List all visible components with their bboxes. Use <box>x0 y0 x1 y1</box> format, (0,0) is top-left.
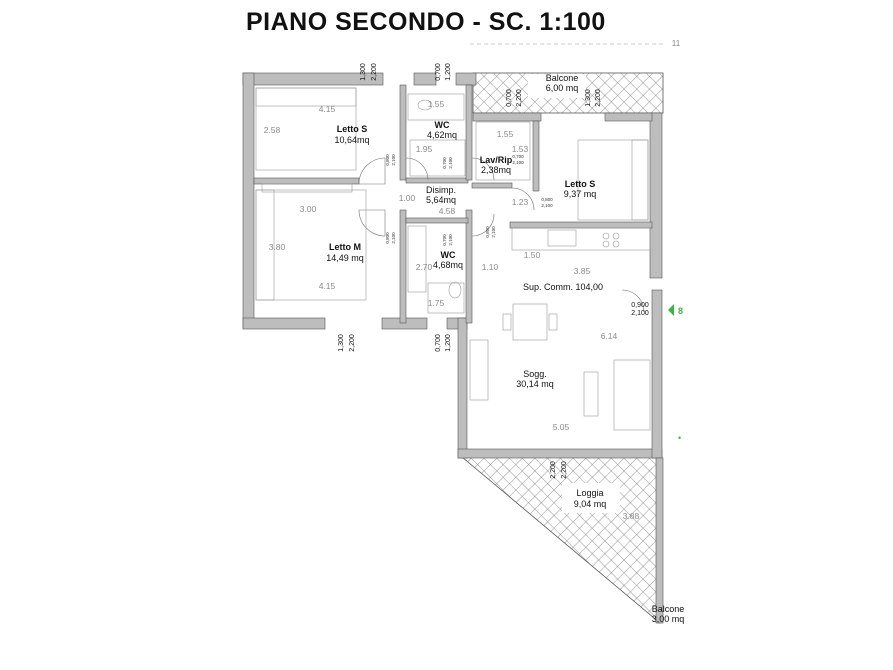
window-bot1-height: 2,200 <box>349 334 356 352</box>
room-name-balcone-bottom: Balcone <box>652 604 685 614</box>
green-marker-icon: • <box>678 433 681 443</box>
window-loggia-height: 2,200 <box>561 461 568 479</box>
door2-height: 2,100 <box>391 232 396 244</box>
entrance-arrow-icon: 8 <box>668 304 683 316</box>
furniture <box>255 87 651 431</box>
room-area-loggia: 9,04 mq <box>574 499 607 509</box>
dim-614: 6.14 <box>601 331 618 341</box>
room-name-letto-s1: Letto S <box>337 124 368 134</box>
window-top2-width: 0,700 <box>435 63 442 81</box>
window-bot2-width: 0,700 <box>435 334 442 352</box>
dim-153: 1.53 <box>512 144 529 154</box>
door6-width: 0,800 <box>541 197 553 202</box>
dim-175: 1.75 <box>428 298 445 308</box>
room-area-sogg: 30,14 mq <box>516 379 554 389</box>
walls <box>242 72 664 624</box>
dim-415-mid: 4.15 <box>319 281 336 291</box>
dim-258: 2.58 <box>264 125 281 135</box>
door7-height: 2,100 <box>512 160 524 165</box>
dim-100: 1.00 <box>399 193 416 203</box>
room-name-letto-s2: Letto S <box>565 179 596 189</box>
room-name-wc1: WC <box>435 120 450 130</box>
door4-width: 0,700 <box>442 234 447 246</box>
room-area-balcone-bottom: 3,00 mq <box>652 614 685 624</box>
window-bal1-height: 2,200 <box>516 89 523 107</box>
room-area-balcone-top: 6,00 mq <box>546 83 579 93</box>
window-bal1-width: 0,700 <box>506 89 513 107</box>
window-bal2-width: 1,300 <box>585 89 592 107</box>
dim-458: 4.58 <box>439 206 456 216</box>
door-labels: 0,800 2,100 0,800 2,100 0,700 2,100 0,70… <box>385 154 553 246</box>
door3-width: 0,700 <box>442 157 447 169</box>
dim-155-lav: 1.55 <box>497 129 514 139</box>
room-labels: Balcone 6,00 mq Letto S 10,64mq WC 4,62m… <box>326 73 684 624</box>
room-name-sogg: Sogg. <box>523 369 547 379</box>
room-name-wc2: WC <box>441 250 456 260</box>
dim-155-wc: 1.55 <box>428 99 445 109</box>
door2-width: 0,800 <box>385 232 390 244</box>
door6-height: 2,100 <box>541 203 553 208</box>
window-right-width: 0,900 <box>631 302 649 309</box>
room-area-wc1: 4,62mq <box>427 130 457 140</box>
window-top1-height: 2,200 <box>371 63 378 81</box>
plan-title: PIANO SECONDO - SC. 1:100 <box>246 8 606 36</box>
scale-mark: 11 <box>672 38 681 48</box>
door1-width: 0,800 <box>385 154 390 166</box>
room-name-disimp: Disimp. <box>426 185 456 195</box>
dim-110: 1.10 <box>482 262 499 272</box>
room-name-loggia: Loggia <box>576 488 603 498</box>
door-swings <box>358 157 645 313</box>
window-bot1-width: 1,300 <box>338 334 345 352</box>
door5-height: 2,100 <box>491 226 496 238</box>
room-area-lav-rip: 2,38mq <box>481 165 511 175</box>
dimension-labels: 4.15 2.58 3.00 3.80 4.15 1.55 1.95 1.55 … <box>264 99 640 521</box>
window-top1-width: 1,300 <box>360 63 367 81</box>
window-labels: 1,300 2,200 0,700 1,200 0,700 2,200 1,30… <box>338 63 649 479</box>
room-area-wc2: 4,68mq <box>433 260 463 270</box>
door5-width: 0,800 <box>485 226 490 238</box>
room-area-letto-m: 14,49 mq <box>326 253 364 263</box>
door1-height: 2,100 <box>391 154 396 166</box>
room-area-letto-s1: 10,64mq <box>334 135 369 145</box>
door4-height: 2,100 <box>448 234 453 246</box>
dim-388: 3.88 <box>623 511 640 521</box>
dim-150: 1.50 <box>524 250 541 260</box>
dim-123: 1.23 <box>512 197 529 207</box>
dim-415-top: 4.15 <box>319 104 336 114</box>
dim-385: 3.85 <box>574 266 591 276</box>
door3-height: 2,100 <box>448 157 453 169</box>
door7-width: 0,700 <box>512 154 524 159</box>
sup-comm-label: Sup. Comm. 104,00 <box>523 282 603 292</box>
window-top2-height: 1,200 <box>445 63 452 81</box>
room-name-letto-m: Letto M <box>329 242 361 252</box>
window-right-height: 2,100 <box>631 310 649 317</box>
dim-195: 1.95 <box>416 144 433 154</box>
room-name-balcone-top: Balcone <box>546 73 579 83</box>
room-area-disimp: 5,64mq <box>426 195 456 205</box>
loggia-area <box>460 456 661 624</box>
dim-380: 3.80 <box>269 242 286 252</box>
dim-300: 3.00 <box>300 204 317 214</box>
window-loggia-width: 2,200 <box>550 461 557 479</box>
room-name-lav-rip: Lav/Rip <box>480 155 513 165</box>
window-bal2-height: 2,200 <box>595 89 602 107</box>
window-bot2-height: 1,200 <box>445 334 452 352</box>
dim-505: 5.05 <box>553 422 570 432</box>
room-area-letto-s2: 9,37 mq <box>564 189 597 199</box>
dim-270: 2.70 <box>416 262 433 272</box>
entrance-arrow-label: 8 <box>678 306 683 316</box>
balcone-top <box>472 72 664 114</box>
